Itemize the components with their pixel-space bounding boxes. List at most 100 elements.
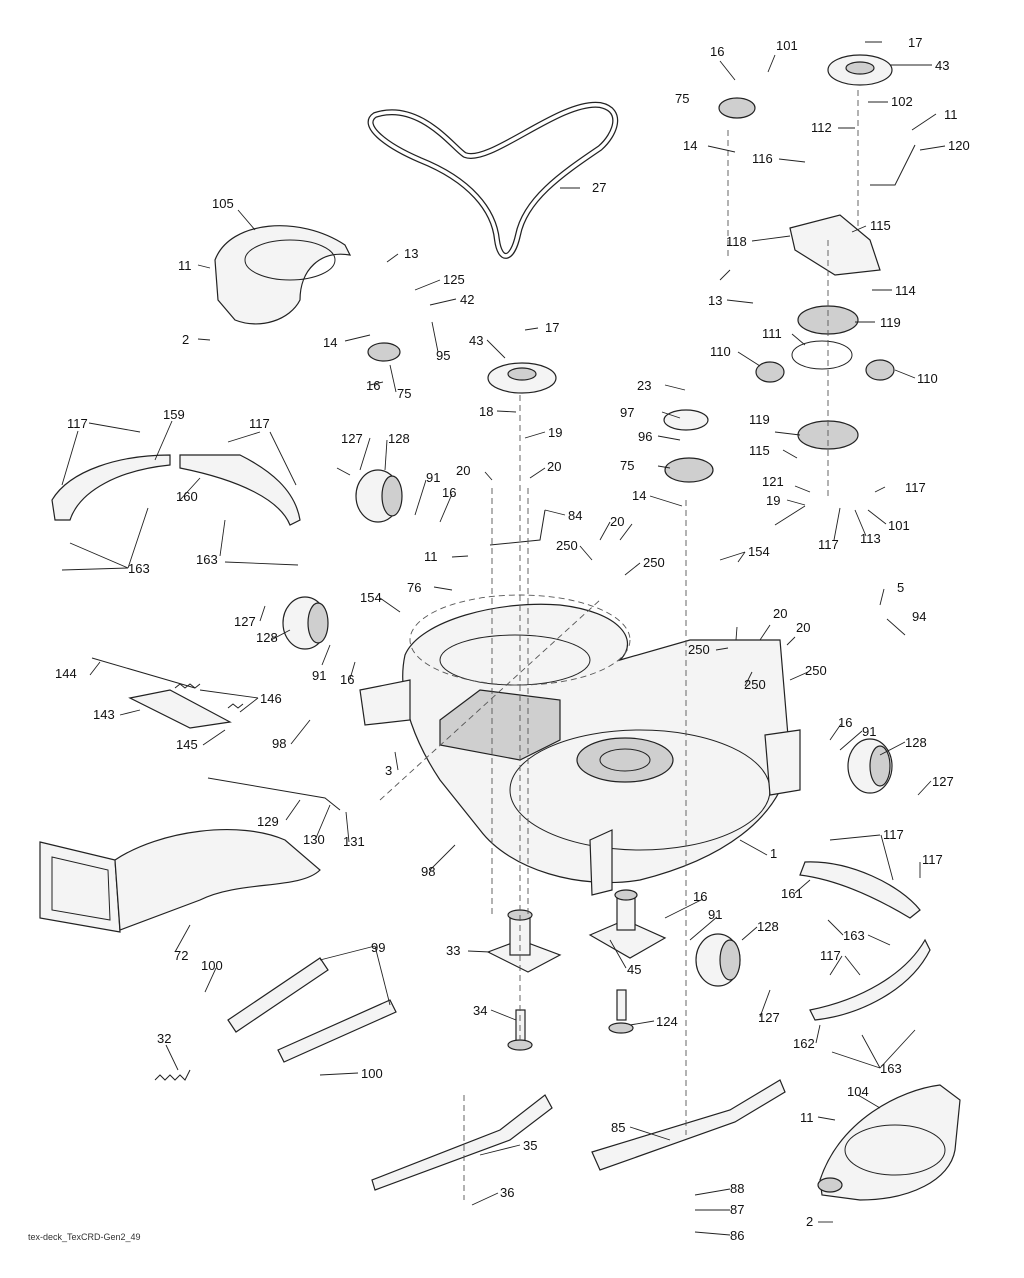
callout-35: 35 bbox=[523, 1138, 537, 1153]
callout-154: 154 bbox=[748, 544, 770, 559]
callout-14: 14 bbox=[323, 335, 337, 350]
callout-115: 115 bbox=[870, 218, 891, 233]
callout-16: 16 bbox=[838, 715, 852, 730]
baffle-161 bbox=[799, 861, 921, 919]
callout-20: 20 bbox=[547, 459, 561, 474]
callout-114: 114 bbox=[895, 283, 916, 298]
callout-76: 76 bbox=[407, 580, 421, 595]
callout-111: 111 bbox=[762, 326, 782, 341]
pulley-43-mid bbox=[487, 362, 557, 394]
callout-131: 131 bbox=[343, 834, 365, 849]
callout-leaders bbox=[61, 41, 946, 1236]
rod-129 bbox=[207, 777, 341, 811]
belt-cover-left bbox=[214, 225, 352, 325]
callout-2: 2 bbox=[182, 332, 189, 347]
gasket-111 bbox=[791, 340, 853, 370]
callout-97: 97 bbox=[620, 405, 634, 420]
callout-91: 91 bbox=[312, 668, 326, 683]
callout-250: 250 bbox=[688, 642, 710, 657]
spring-146 bbox=[174, 683, 244, 709]
arm-99-upper bbox=[227, 957, 329, 1033]
callout-117: 117 bbox=[818, 537, 839, 552]
callout-128: 128 bbox=[905, 735, 927, 750]
rod-144 bbox=[91, 657, 196, 689]
callout-162: 162 bbox=[793, 1036, 815, 1051]
callout-88: 88 bbox=[730, 1181, 744, 1196]
callout-250: 250 bbox=[556, 538, 578, 553]
shaft-left bbox=[507, 1009, 533, 1051]
callout-91: 91 bbox=[862, 724, 876, 739]
callout-250: 250 bbox=[805, 663, 827, 678]
callout-130: 130 bbox=[303, 832, 325, 847]
shaft-right bbox=[608, 989, 634, 1034]
callout-75: 75 bbox=[620, 458, 634, 473]
callout-121: 121 bbox=[762, 474, 784, 489]
mower-deck bbox=[359, 594, 801, 896]
callout-20: 20 bbox=[610, 514, 624, 529]
idler-75-mid bbox=[664, 457, 714, 483]
callout-127: 127 bbox=[341, 431, 363, 446]
blade-left bbox=[371, 1094, 553, 1191]
callout-11: 11 bbox=[178, 258, 192, 273]
gauge-wheel-upper-left bbox=[355, 469, 403, 523]
callout-16: 16 bbox=[366, 378, 380, 393]
callout-144: 144 bbox=[55, 666, 77, 681]
callout-75: 75 bbox=[397, 386, 411, 401]
callout-104: 104 bbox=[847, 1084, 869, 1099]
callout-112: 112 bbox=[811, 120, 832, 135]
callout-128: 128 bbox=[757, 919, 779, 934]
pulley-97 bbox=[663, 409, 709, 431]
parts-drawings bbox=[39, 54, 961, 1201]
callout-96: 96 bbox=[638, 429, 652, 444]
callout-16: 16 bbox=[693, 889, 707, 904]
callout-100: 100 bbox=[201, 958, 223, 973]
callout-33: 33 bbox=[446, 943, 460, 958]
callout-11: 11 bbox=[424, 549, 438, 564]
rod-84 bbox=[489, 509, 546, 546]
callout-11: 11 bbox=[800, 1110, 814, 1125]
bracket-118 bbox=[789, 214, 881, 276]
pulley-43-top bbox=[827, 54, 893, 86]
callout-86: 86 bbox=[730, 1228, 744, 1243]
callout-163: 163 bbox=[880, 1061, 902, 1076]
callout-20: 20 bbox=[456, 463, 470, 478]
discharge-chute bbox=[39, 828, 321, 933]
gauge-wheel-lower-left bbox=[282, 596, 329, 650]
arm-99-lower bbox=[277, 999, 397, 1063]
callout-36: 36 bbox=[500, 1185, 514, 1200]
callout-117: 117 bbox=[249, 416, 270, 431]
callout-161: 161 bbox=[781, 886, 803, 901]
callout-119: 119 bbox=[880, 315, 901, 330]
callout-17: 17 bbox=[545, 320, 559, 335]
gear-110-left bbox=[755, 361, 785, 383]
callout-16: 16 bbox=[710, 44, 724, 59]
idler-75-top bbox=[718, 97, 756, 119]
baffle-159 bbox=[51, 454, 171, 521]
callout-117: 117 bbox=[820, 948, 841, 963]
callout-18: 18 bbox=[479, 404, 493, 419]
gauge-wheel-lower-center bbox=[695, 933, 741, 987]
callout-20: 20 bbox=[773, 606, 787, 621]
callout-1: 1 bbox=[770, 846, 777, 861]
drawing-reference-label: tex-deck_TexCRD-Gen2_49 bbox=[28, 1232, 141, 1242]
callout-117: 117 bbox=[883, 827, 904, 842]
callout-116: 116 bbox=[752, 151, 773, 166]
callout-102: 102 bbox=[891, 94, 913, 109]
callout-163: 163 bbox=[196, 552, 218, 567]
callout-13: 13 bbox=[708, 293, 722, 308]
callout-16: 16 bbox=[340, 672, 354, 687]
callout-95: 95 bbox=[436, 348, 450, 363]
callout-124: 124 bbox=[656, 1014, 678, 1029]
callout-101: 101 bbox=[888, 518, 910, 533]
belt-cover-right bbox=[817, 1084, 961, 1201]
callout-43: 43 bbox=[469, 333, 483, 348]
callout-117: 117 bbox=[905, 480, 926, 495]
spindle-left bbox=[486, 909, 562, 973]
spring-32 bbox=[154, 1069, 191, 1081]
callout-2: 2 bbox=[806, 1214, 813, 1229]
idler-75-left bbox=[367, 342, 401, 362]
callout-34: 34 bbox=[473, 1003, 487, 1018]
callout-98: 98 bbox=[421, 864, 435, 879]
callout-14: 14 bbox=[632, 488, 646, 503]
